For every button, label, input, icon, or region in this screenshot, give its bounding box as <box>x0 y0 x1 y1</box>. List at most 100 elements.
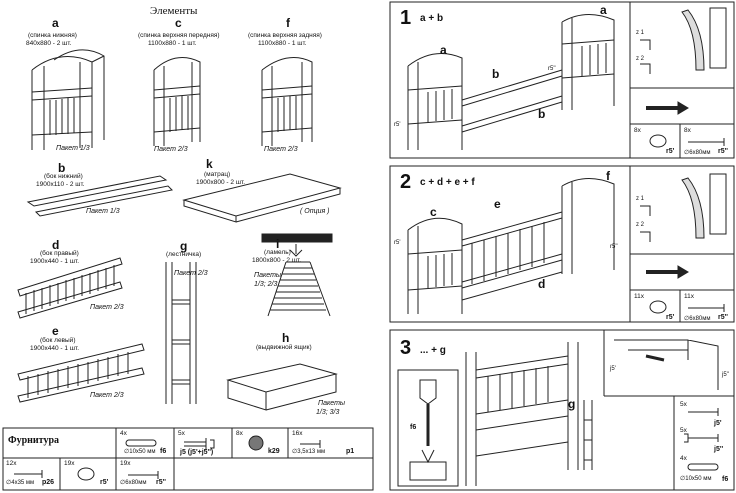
desc-i: (ламель) <box>264 249 291 256</box>
pack-h-2: 1/3; 3/3 <box>316 409 340 416</box>
step3-hw-qty-2: 5x <box>680 427 687 434</box>
step2-label-c: c <box>430 205 437 219</box>
step3-number: 3 <box>400 337 412 359</box>
step2-bed-drawing <box>407 178 615 314</box>
desc-b: (бок нижний) <box>44 173 83 180</box>
assembly-page: 1 a + b a a b b r5' r5'' z 1 z 2 8x r5' … <box>388 0 736 493</box>
step2-label-e: e <box>494 197 501 211</box>
step1-label-a2: a <box>600 3 607 17</box>
fitting-qty-6: 19x <box>64 460 75 467</box>
step1-hw-qty-2: 8x <box>684 127 691 134</box>
step2-parts: c + d + e + f <box>420 177 475 188</box>
step3-corner-drawing <box>614 339 719 390</box>
slats-i-drawing <box>261 233 333 317</box>
headboard-c-drawing <box>153 57 201 146</box>
side-e-drawing <box>17 343 145 403</box>
step1-label-b1: b <box>492 67 500 81</box>
step1-bed-drawing <box>407 14 615 150</box>
desc-k: (матрац) <box>204 171 231 178</box>
fittings-frame <box>2 427 374 491</box>
fitting-size-1: ∅10x50 мм <box>124 449 156 455</box>
step3-frame <box>389 329 735 491</box>
step2-hw-qty-1: 11x <box>634 293 644 300</box>
fitting-code-3: k29 <box>268 448 280 455</box>
elements-title: Элементы <box>150 5 198 17</box>
step2-label-r5: r5' <box>394 240 401 246</box>
pack-f: Пакет 2/3 <box>264 146 298 153</box>
fittings-title: Фурнитура <box>8 435 60 446</box>
desc-c: (спинка верхняя передняя) <box>138 32 220 39</box>
size-a: 840x880 - 2 шт. <box>26 40 72 47</box>
fitting-qty-1: 4x <box>120 430 127 437</box>
fitting-code-7: r5'' <box>156 479 166 486</box>
step1-label-z2: z 2 <box>636 56 645 62</box>
step2-frame <box>389 165 735 323</box>
ladder-g-drawing <box>165 262 197 404</box>
label-i: i <box>276 237 280 251</box>
label-k: k <box>206 157 213 171</box>
step3-hardware-drawing <box>684 408 719 471</box>
step3-hw-code-2: j5'' <box>714 446 724 453</box>
desc-g: (лестничка) <box>166 251 202 258</box>
label-g: g <box>180 239 188 253</box>
step2-label-d: d <box>538 277 546 291</box>
step1-hw-qty-1: 8x <box>634 127 641 134</box>
step1-label-z1: z 1 <box>636 30 645 36</box>
size-e: 1900x440 - 1 шт. <box>30 345 80 352</box>
step3-label-j5b: j5'' <box>722 372 729 378</box>
step1-hw-code-1: r5' <box>666 148 675 155</box>
drawer-h-drawing <box>226 363 338 411</box>
step1-label-a1: a <box>440 43 447 57</box>
step1-hw-size-2: ∅6x80мм <box>684 150 711 156</box>
step1-label-b2: b <box>538 107 546 121</box>
fitting-code-2: j5 (j5'+j5'') <box>180 449 214 456</box>
mattress-k-drawing <box>182 173 342 223</box>
step2-hw-qty-2: 11x <box>684 293 694 300</box>
fitting-size-4: ∅3,5x13 мм <box>292 449 326 455</box>
size-i: 1800x800 - 2 шт. <box>252 257 302 264</box>
size-c: 1100x880 - 1 шт. <box>148 40 197 47</box>
pack-i-1: Пакеты <box>254 272 282 279</box>
pack-c: Пакет 2/3 <box>154 146 188 153</box>
step1-frame <box>389 1 735 159</box>
step2-label-z1: z 1 <box>636 196 645 202</box>
pack-b: Пакет 1/3 <box>86 208 120 215</box>
fitting-qty-4: 16x <box>292 430 303 437</box>
step3-parts: ... + g <box>420 345 446 356</box>
fitting-size-7: ∅6x80мм <box>120 480 147 486</box>
step2-hw-code-1: r5' <box>666 314 675 321</box>
step3-hw-size-3: ∅10x50 мм <box>680 476 712 482</box>
step2-hw-code-2: r5'' <box>718 314 728 321</box>
fitting-code-1: f6 <box>160 448 167 455</box>
step3-label-g: g <box>568 397 576 411</box>
label-f: f <box>286 16 290 30</box>
step1-number: 1 <box>400 7 412 29</box>
step2-hw-size-2: ∅6x80мм <box>684 316 711 322</box>
fitting-qty-2: 5x <box>178 430 185 437</box>
step2-detail-drawing <box>640 173 727 314</box>
pack-e: Пакет 2/3 <box>90 392 124 399</box>
pack-h-1: Пакеты <box>318 400 346 407</box>
pack-a: Пакет 1/3 <box>56 145 90 152</box>
size-f: 1100x880 - 1 шт. <box>258 40 307 47</box>
side-d-drawing <box>17 257 123 319</box>
size-k: 1900x800 - 2 шт. <box>196 179 246 186</box>
pack-d: Пакет 2/3 <box>90 304 124 311</box>
desc-f: (спинка верхняя задняя) <box>248 32 322 39</box>
step3-bunk-drawing <box>465 342 593 486</box>
fitting-qty-5: 12x <box>6 460 17 467</box>
fitting-size-5: ∅4x35 мм <box>6 480 35 486</box>
step2-number: 2 <box>400 171 412 193</box>
fitting-code-6: r5' <box>100 479 109 486</box>
step2-label-f: f <box>606 169 610 183</box>
step3-hw-qty-1: 5x <box>680 401 687 408</box>
step1-label-r5b: r5'' <box>548 66 556 72</box>
fitting-code-5: p26 <box>42 479 55 486</box>
step2-label-r5b: r5'' <box>610 244 618 250</box>
size-d: 1900x440 - 1 шт. <box>30 258 80 265</box>
step3-label-j5a: j5' <box>610 366 616 372</box>
pack-g: Пакет 2/3 <box>174 270 208 277</box>
label-e: e <box>52 324 59 338</box>
label-d: d <box>52 238 60 252</box>
label-b: b <box>58 161 66 175</box>
